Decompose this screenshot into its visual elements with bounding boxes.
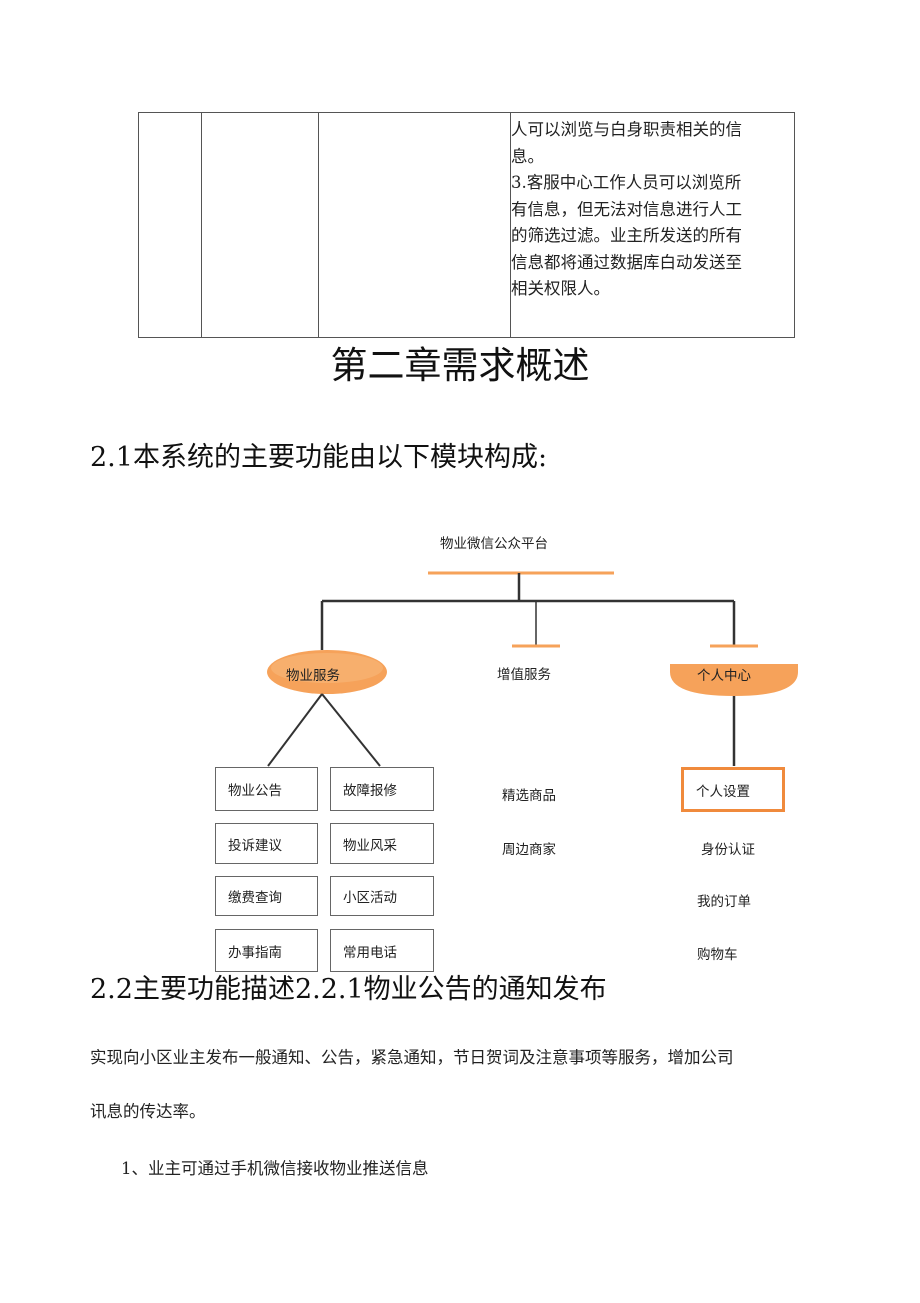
property-item-box: 缴费查询 xyxy=(215,876,318,916)
connector-line xyxy=(267,693,323,767)
table-cell-line: 有信息，但无法对信息进行人工 xyxy=(511,199,742,219)
connector-line xyxy=(321,693,381,767)
table-cell-line: 人可以浏览与白身职责相关的信 xyxy=(511,120,742,139)
property-node-highlight xyxy=(271,653,383,683)
paragraph-line: 讯息的传达率。 xyxy=(90,1102,206,1121)
property-node-label: 物业服务 xyxy=(286,668,340,684)
value-added-item: 精选商品 xyxy=(502,788,556,804)
requirements-table: 人可以浏览与白身职责相关的信 息。 3.客服中心工作人员可以浏览所 有信息，但无… xyxy=(138,112,795,338)
section-heading-2-1: 2.1本系统的主要功能由以下模块构成: xyxy=(90,442,548,473)
property-item-box: 常用电话 xyxy=(330,929,434,972)
property-item-label: 常用电话 xyxy=(343,944,397,961)
table-column-divider xyxy=(510,113,511,337)
property-item-box: 物业公告 xyxy=(215,767,318,811)
table-cell-line: 息。 xyxy=(511,146,544,166)
property-item-label: 物业风采 xyxy=(343,837,397,854)
table-cell-line: 的筛选过滤。业主所发送的所有 xyxy=(511,226,742,245)
property-item-box: 投诉建议 xyxy=(215,823,318,864)
personal-item-label: 个人设置 xyxy=(696,783,750,800)
property-item-label: 投诉建议 xyxy=(228,837,282,854)
property-item-box: 办事指南 xyxy=(215,929,318,972)
table-cell-line: 相关权限人。 xyxy=(511,279,610,298)
paragraph-line: 实现向小区业主发布一般通知、公告，紧急通知，节日贺词及注意事项等服务，增加公司 xyxy=(90,1048,734,1067)
personal-item: 身份认证 xyxy=(701,842,755,858)
personal-item: 购物车 xyxy=(697,947,738,963)
value-added-item: 周边商家 xyxy=(502,842,556,858)
personal-item: 我的订单 xyxy=(697,894,751,910)
table-cell-line: 3.客服中心工作人员可以浏览所 xyxy=(511,173,742,192)
personal-node-shape xyxy=(670,664,798,696)
table-column-divider xyxy=(318,113,319,337)
property-item-label: 办事指南 xyxy=(228,944,282,961)
table-cell-description: 人可以浏览与白身职责相关的信 息。 3.客服中心工作人员可以浏览所 有信息，但无… xyxy=(511,117,791,303)
section-heading-2-2: 2.2主要功能描述2.2.1物业公告的通知发布 xyxy=(90,974,607,1005)
property-item-label: 故障报修 xyxy=(343,783,397,799)
table-column-divider xyxy=(201,113,202,337)
property-item-label: 缴费查询 xyxy=(228,890,282,906)
property-item-label: 物业公告 xyxy=(228,783,282,799)
table-cell-line: 信息都将通过数据库白动发送至 xyxy=(511,252,742,272)
value-added-node-label: 增值服务 xyxy=(497,667,551,683)
property-item-box: 小区活动 xyxy=(330,876,434,916)
list-item: 1、业主可通过手机微信接收物业推送信息 xyxy=(121,1159,429,1178)
chapter-title: 第二章需求概述 xyxy=(330,344,590,387)
root-node-label: 物业微信公众平台 xyxy=(440,536,548,552)
property-item-label: 小区活动 xyxy=(343,890,397,906)
property-item-box: 故障报修 xyxy=(330,767,434,811)
personal-item-box-highlighted: 个人设置 xyxy=(681,767,785,812)
personal-node-label: 个人中心 xyxy=(697,668,751,684)
property-item-box: 物业风采 xyxy=(330,823,434,864)
